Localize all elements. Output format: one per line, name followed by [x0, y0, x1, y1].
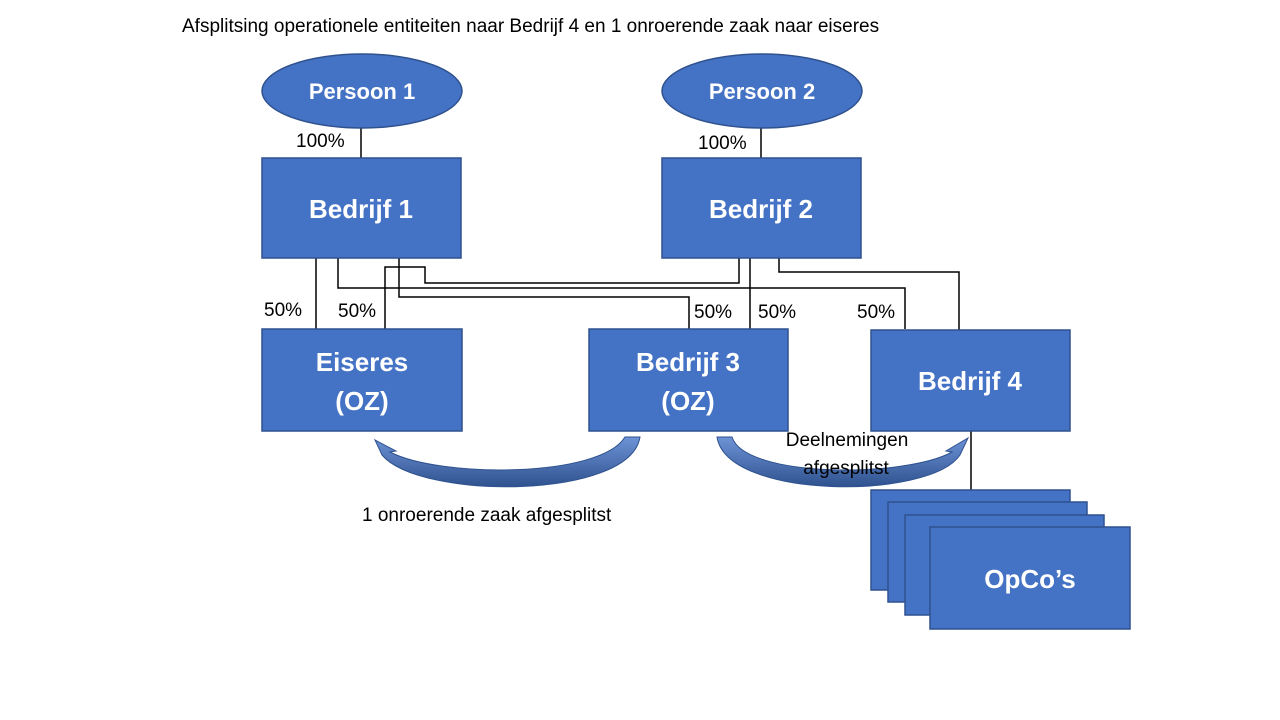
connector-lines	[315, 128, 972, 490]
pct-persoon1-bedrijf1: 100%	[296, 131, 345, 152]
bedrijf2-label: Bedrijf 2	[709, 194, 813, 224]
arrow-property-split	[373, 436, 641, 488]
persoon1-node	[261, 53, 463, 129]
opcos-label: OpCo’s	[984, 564, 1075, 594]
bedrijf1-label: Bedrijf 1	[309, 194, 413, 224]
annotation-participations-line2: afgesplitst	[803, 458, 889, 479]
pct-bedrijf2-eiseres: 50%	[338, 301, 376, 322]
line-bedrijf2-eiseres	[384, 258, 740, 329]
bedrijf1-node	[261, 157, 462, 259]
pct-bedrijf2-bedrijf3: 50%	[758, 302, 796, 323]
eiseres-node	[261, 328, 463, 432]
pct-persoon2-bedrijf2: 100%	[698, 133, 747, 154]
bedrijf3-label-line2: (OZ)	[661, 386, 714, 416]
annotation-property-split: 1 onroerende zaak afgesplitst	[362, 505, 612, 526]
line-bedrijf1-bedrijf3	[398, 258, 690, 329]
opcos-stack	[870, 489, 1131, 630]
bedrijf3-label-line1: Bedrijf 3	[636, 347, 740, 377]
eiseres-label-line1: Eiseres	[316, 347, 409, 377]
line-bedrijf2-bedrijf4	[778, 258, 960, 330]
persoon2-label: Persoon 2	[709, 79, 815, 104]
pct-bedrijf1-eiseres: 50%	[264, 300, 302, 321]
diagram-title: Afsplitsing operationele entiteiten naar…	[182, 16, 879, 37]
persoon1-label: Persoon 1	[309, 79, 415, 104]
annotation-participations-line1: Deelnemingen	[786, 430, 909, 451]
pct-bedrijf1-bedrijf4: 50%	[857, 302, 895, 323]
bedrijf4-node	[870, 329, 1071, 432]
bedrijf2-node	[661, 157, 862, 259]
bedrijf4-label: Bedrijf 4	[918, 366, 1023, 396]
arrow-participations-split	[716, 436, 970, 488]
eiseres-label-line2: (OZ)	[335, 386, 388, 416]
opco-card-4	[929, 526, 1131, 630]
line-bedrijf1-bedrijf4	[337, 258, 906, 329]
persoon2-node	[661, 53, 863, 129]
bedrijf3-node	[588, 328, 789, 432]
pct-bedrijf1-bedrijf3: 50%	[694, 302, 732, 323]
